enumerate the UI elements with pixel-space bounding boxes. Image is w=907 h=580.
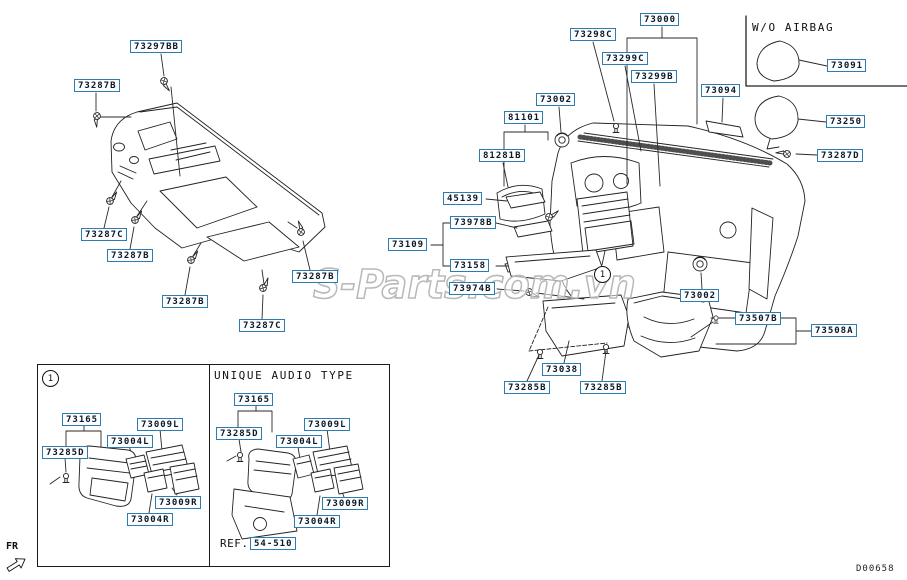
ref-code-label[interactable]: 54-510	[250, 537, 296, 550]
part-label[interactable]: 73285B	[580, 381, 626, 394]
bracket-45139	[505, 191, 546, 209]
cover-73250	[754, 95, 799, 140]
end-panel	[748, 207, 774, 300]
inset-right-parts	[231, 445, 364, 540]
part-label[interactable]: 73287B	[292, 270, 338, 283]
strip-73094	[705, 120, 744, 138]
part-label[interactable]: 73287B	[162, 295, 208, 308]
fr-arrow-icon	[6, 558, 26, 572]
glovebox-lid	[626, 291, 714, 358]
part-label[interactable]: 73287B	[74, 79, 120, 92]
part-label[interactable]: 81281B	[479, 149, 525, 162]
part-label[interactable]: 73002	[680, 289, 720, 302]
under-cover	[505, 249, 603, 282]
part-label[interactable]: 73009L	[137, 418, 183, 431]
part-label[interactable]: 73287C	[239, 319, 285, 332]
part-label[interactable]: 73287B	[107, 249, 153, 262]
screw-icon	[258, 276, 270, 293]
part-label[interactable]: 81101	[504, 111, 544, 124]
part-label[interactable]: 73285B	[504, 381, 550, 394]
defroster-hatch	[577, 134, 773, 166]
screw-icon	[92, 111, 103, 128]
clip-icon	[236, 451, 244, 462]
part-label[interactable]: 73158	[450, 259, 490, 272]
part-label[interactable]: 73000	[640, 13, 680, 26]
part-label[interactable]: 73165	[62, 413, 102, 426]
part-label[interactable]: 73004R	[127, 513, 173, 526]
knob-icon	[692, 256, 708, 272]
knob-icon	[554, 132, 570, 148]
part-label[interactable]: 73038	[542, 363, 582, 376]
part-label[interactable]: 73165	[234, 393, 274, 406]
part-label[interactable]: 73109	[388, 238, 428, 251]
vent-73004l	[292, 454, 315, 479]
airbag-section-lines	[745, 15, 907, 87]
right-dashboard	[549, 122, 806, 352]
part-label[interactable]: 73287D	[817, 149, 863, 162]
part-label[interactable]: 73297BB	[130, 40, 182, 53]
part-label[interactable]: 73009R	[155, 496, 201, 509]
cover-73091	[756, 40, 800, 82]
lower-panel-73038	[542, 294, 630, 357]
leader-lines	[49, 26, 828, 537]
vent-73004r	[143, 468, 168, 493]
clip-icon	[62, 472, 70, 483]
part-label[interactable]: 73974B	[449, 282, 495, 295]
part-label[interactable]: 73091	[827, 59, 867, 72]
airbag-note: W/O AIRBAG	[752, 21, 835, 34]
vent-73004r	[310, 468, 335, 493]
part-label[interactable]: 73004R	[294, 515, 340, 528]
part-label[interactable]: 73009R	[322, 497, 368, 510]
inset-box	[37, 364, 390, 567]
part-label[interactable]: 73299B	[631, 70, 677, 83]
part-label[interactable]: 73507B	[735, 312, 781, 325]
part-label[interactable]: 73287C	[81, 228, 127, 241]
part-label[interactable]: 73299C	[602, 52, 648, 65]
glovebox-parts	[505, 249, 714, 358]
inset-divider	[209, 365, 210, 566]
part-label[interactable]: 45139	[443, 192, 483, 205]
part-label[interactable]: 73978B	[450, 216, 496, 229]
center-audio-panel	[576, 191, 634, 255]
part-label[interactable]: 73285D	[42, 446, 88, 459]
callout-1-main: 1	[594, 266, 611, 283]
airbag-covers	[754, 40, 800, 150]
sheet-code: D00658	[856, 564, 895, 574]
part-label[interactable]: 73004L	[276, 435, 322, 448]
part-label[interactable]: 73004L	[107, 435, 153, 448]
part-label[interactable]: 73094	[701, 84, 741, 97]
audio-type-title: UNIQUE AUDIO TYPE	[214, 369, 354, 382]
front-marker: FR	[6, 541, 19, 552]
part-label[interactable]: 73285D	[216, 427, 262, 440]
ref-prefix: REF.	[220, 537, 249, 550]
part-label[interactable]: 73298C	[570, 28, 616, 41]
part-label[interactable]: 73508A	[811, 324, 857, 337]
audio-panel-ref	[231, 488, 298, 540]
screw-icon	[775, 149, 792, 159]
part-label[interactable]: 73002	[536, 93, 576, 106]
bracket-73978b	[513, 220, 553, 238]
part-label[interactable]: 73250	[826, 115, 866, 128]
left-dashboard	[110, 102, 326, 262]
part-label[interactable]: 73009L	[304, 418, 350, 431]
screw-icon	[186, 248, 200, 265]
callout-1-inset: 1	[42, 370, 59, 387]
screw-icon	[105, 189, 119, 206]
